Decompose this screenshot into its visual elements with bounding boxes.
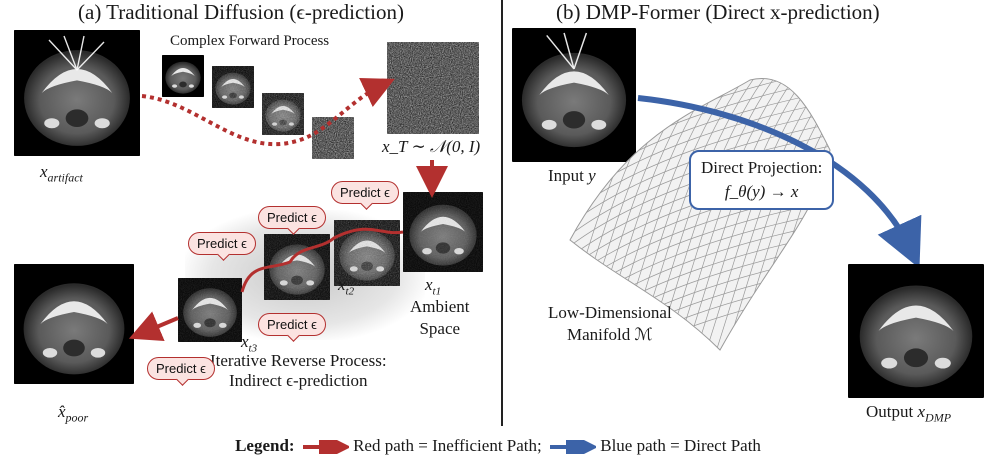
label-x-artifact: xartifact <box>40 162 83 185</box>
blue-path <box>637 95 922 269</box>
legend-heading: Legend: <box>235 436 295 455</box>
red-paths <box>128 78 448 341</box>
predict-bubble-2: Predict ϵ <box>258 206 326 229</box>
forward-step-2 <box>212 66 254 108</box>
panel-divider <box>501 0 503 426</box>
direct-projection-box: Direct Projection: f_θ(y) → x <box>689 150 835 210</box>
panel-b-title: (b) DMP-Former (Direct x-prediction) <box>556 0 880 24</box>
label-xT-distribution: x_T ∼ 𝒩(0, I) <box>382 137 481 156</box>
ct-output-poor <box>14 264 134 384</box>
predict-bubble-4: Predict ϵ <box>258 313 326 336</box>
predict-bubble-3: Predict ϵ <box>188 232 256 255</box>
legend-red-text: Red path = Inefficient Path; <box>353 436 542 455</box>
label-xt3: xt3 <box>241 332 258 355</box>
noise-image-xT <box>387 42 479 134</box>
ct-xt3 <box>178 278 242 342</box>
ct-input-y <box>512 28 636 162</box>
legend-red-arrow <box>302 431 351 462</box>
ct-xt1 <box>403 192 483 272</box>
predict-bubble-1: Predict ϵ <box>331 181 399 204</box>
ct-output-dmp <box>848 264 984 398</box>
label-x-poor: x̂poor <box>58 402 89 425</box>
forward-dotted-path <box>141 78 395 147</box>
legend: Legend: Red path = Inefficient Path; Blu… <box>0 431 996 462</box>
input-y-label: Input y <box>548 166 596 185</box>
forward-step-1 <box>162 55 204 97</box>
forward-process-label: Complex Forward Process <box>170 33 330 49</box>
label-xt1: xt1 <box>425 275 442 298</box>
reverse-process-label: Iterative Reverse Process:Indirect ϵ-pre… <box>210 351 387 390</box>
label-xt2: xt2 <box>338 275 355 298</box>
legend-blue-text: Blue path = Direct Path <box>600 436 761 455</box>
predict-bubble-5: Predict ϵ <box>147 357 215 380</box>
panel-a-title: (a) Traditional Diffusion (ϵ-prediction) <box>78 0 404 24</box>
forward-step-4 <box>312 117 354 159</box>
forward-step-3 <box>262 93 304 135</box>
legend-blue-arrow <box>550 431 598 462</box>
ct-input-artifact <box>14 30 140 156</box>
to-output-arrow <box>128 311 179 341</box>
output-dmp-label: Output xDMP <box>866 402 952 425</box>
